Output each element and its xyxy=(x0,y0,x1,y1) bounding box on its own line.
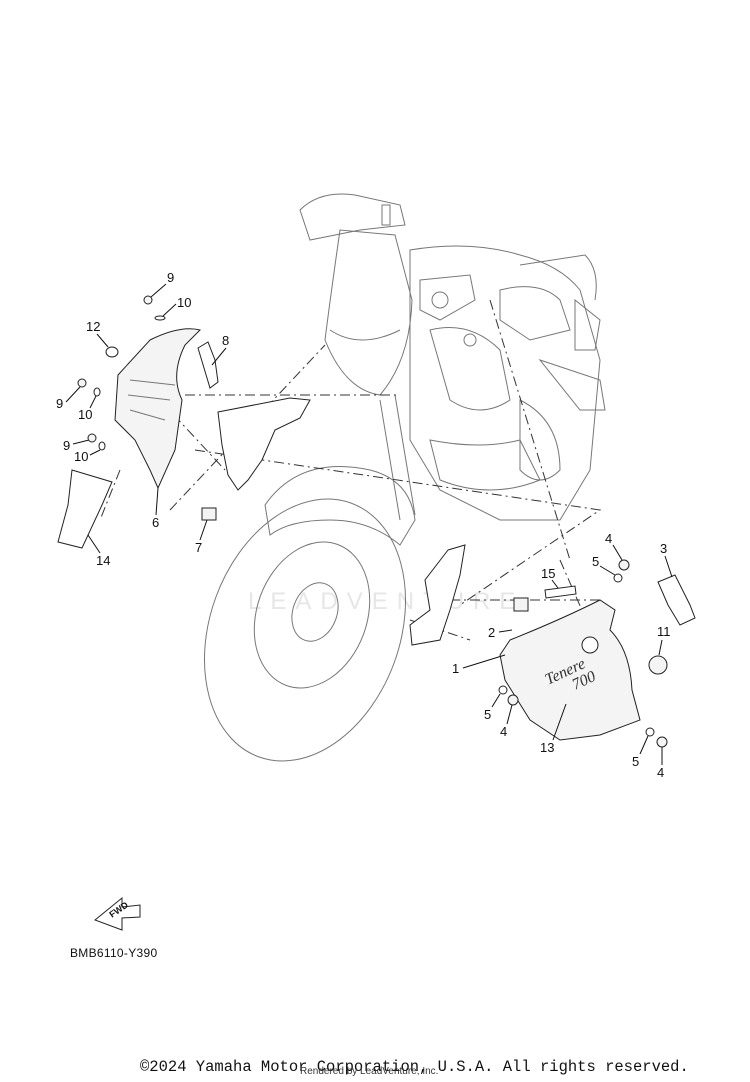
side-cover-right xyxy=(499,599,641,741)
bolt-icon xyxy=(498,559,668,748)
callout-14: 14 xyxy=(96,553,110,568)
clip-left xyxy=(201,507,217,521)
callout-9b: 9 xyxy=(56,396,63,411)
callout-11: 11 xyxy=(657,624,671,639)
callouts: 1 2 3 4 4 4 5 5 5 6 7 8 9 9 9 10 10 10 xyxy=(56,270,673,780)
callout-10b: 10 xyxy=(78,407,92,422)
left-cover-assembly xyxy=(57,295,311,549)
callout-6: 6 xyxy=(152,515,159,530)
trim-strip-right xyxy=(657,574,696,626)
motorcycle-outline xyxy=(203,193,606,762)
grommet xyxy=(105,346,119,358)
caution-label xyxy=(57,469,113,549)
copyright-text: ©2024 Yamaha Motor Corporation, U.S.A. A… xyxy=(140,1058,689,1076)
callout-4a: 4 xyxy=(605,531,612,546)
callout-15: 15 xyxy=(541,566,555,581)
callout-4b: 4 xyxy=(500,724,507,739)
callout-1: 1 xyxy=(452,661,459,676)
diagram-code: BMB6110-Y390 xyxy=(70,946,158,960)
callout-5a: 5 xyxy=(592,554,599,569)
bracket-right xyxy=(409,544,466,646)
fwd-arrow-icon: FWD xyxy=(94,896,141,931)
label-strip xyxy=(544,585,577,599)
rendered-by-text: Rendered by LeadVenture, Inc. xyxy=(300,1066,439,1077)
callout-13: 13 xyxy=(540,740,554,755)
right-cover-assembly: Tenere 700 xyxy=(409,544,696,748)
callout-7: 7 xyxy=(195,540,202,555)
callout-2: 2 xyxy=(488,625,495,640)
callout-4c: 4 xyxy=(657,765,664,780)
callout-12: 12 xyxy=(86,319,100,334)
callout-5b: 5 xyxy=(484,707,491,722)
callout-10c: 10 xyxy=(74,449,88,464)
bolt-icon xyxy=(77,295,166,451)
callout-9c: 9 xyxy=(63,438,70,453)
side-cover-left xyxy=(114,328,201,490)
cap-icon xyxy=(648,655,668,675)
bracket-left xyxy=(217,397,311,491)
callout-10a: 10 xyxy=(177,295,191,310)
callout-3: 3 xyxy=(660,541,667,556)
trim-strip-upper xyxy=(197,341,219,389)
callout-9a: 9 xyxy=(167,270,174,285)
callout-5c: 5 xyxy=(632,754,639,769)
clip-right xyxy=(513,597,529,612)
callout-8: 8 xyxy=(222,333,229,348)
